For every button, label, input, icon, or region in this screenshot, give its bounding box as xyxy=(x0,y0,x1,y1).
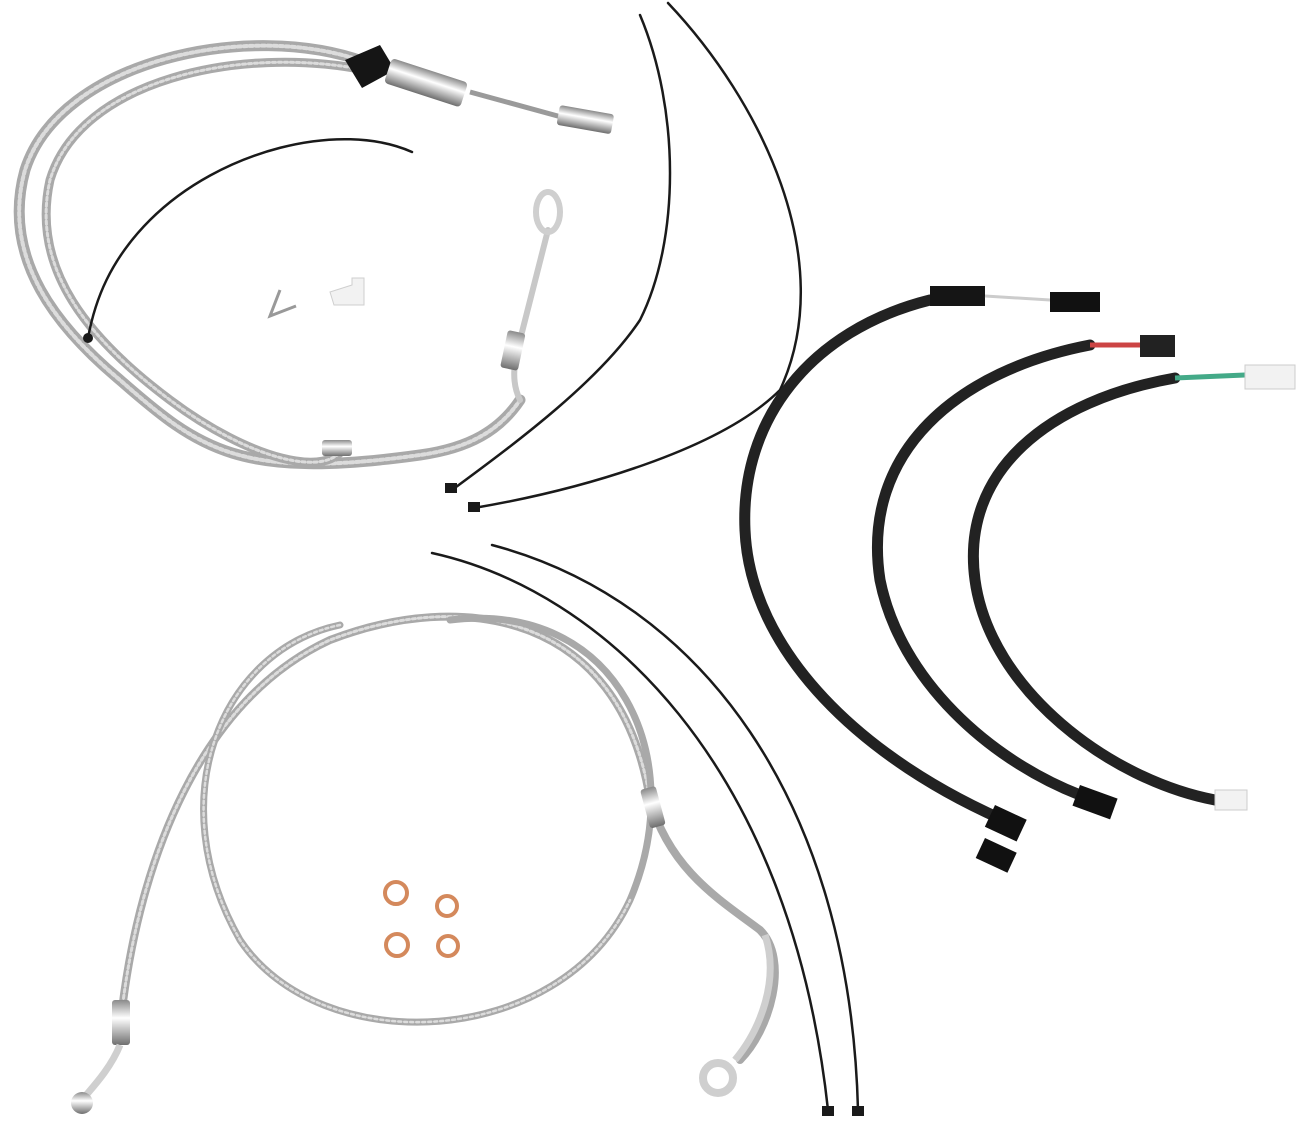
eyelet xyxy=(533,189,563,235)
white-elbow xyxy=(329,277,365,306)
connector xyxy=(1050,292,1100,312)
clutch-cable xyxy=(13,40,614,470)
white-connector xyxy=(1244,364,1296,390)
brake-lines xyxy=(71,612,779,1114)
cable-adjuster xyxy=(385,59,468,107)
wire-harnesses xyxy=(739,286,1296,873)
banjo-fitting xyxy=(699,1059,737,1097)
copper-washers xyxy=(383,880,460,958)
thin-wire xyxy=(86,137,414,340)
banjo-fitting xyxy=(71,1092,93,1114)
cable-end-ferrule xyxy=(557,105,614,134)
cable-end-boot xyxy=(345,45,395,88)
zip-ties-bottom xyxy=(430,543,864,1116)
wire-clip xyxy=(267,289,297,319)
zip-ties-top xyxy=(445,1,802,512)
